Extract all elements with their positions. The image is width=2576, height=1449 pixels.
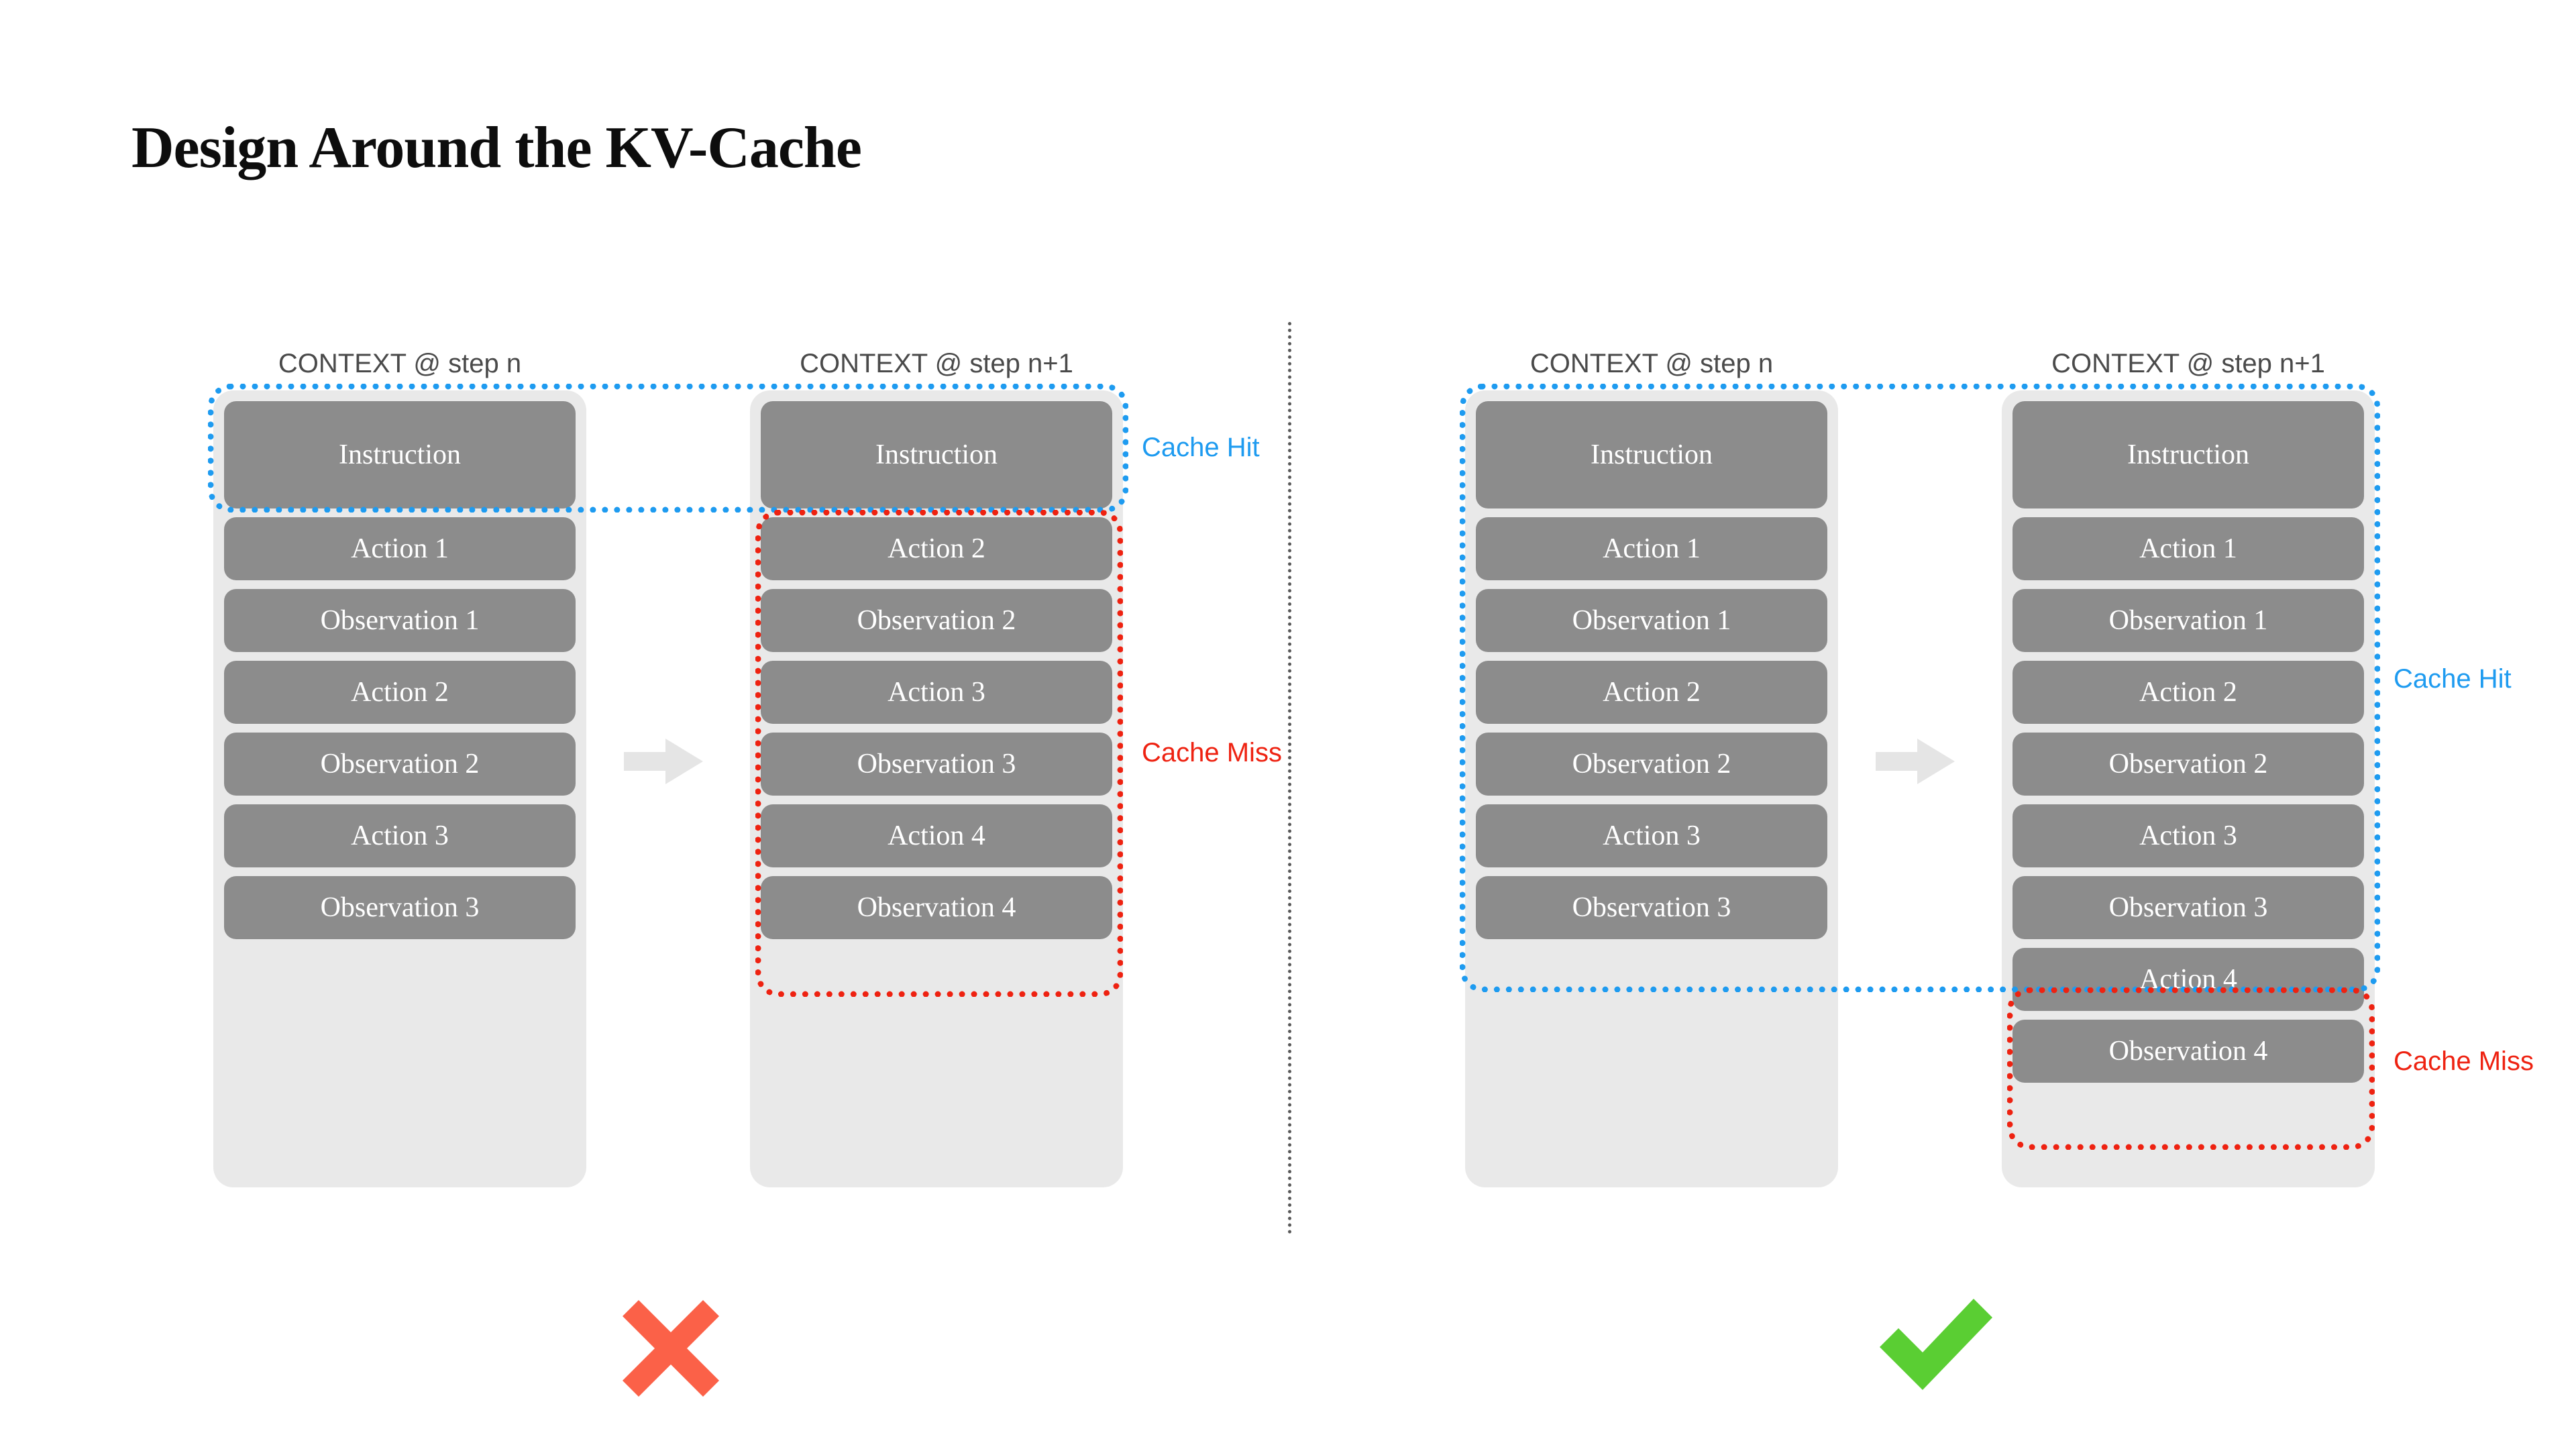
token-box: Action 1 [224, 517, 576, 580]
token-box: Observation 1 [1476, 589, 1827, 652]
column-header-step-n-plus-1: CONTEXT @ step n+1 [800, 349, 1073, 378]
token-box: Instruction [1476, 401, 1827, 508]
token-stack: Instruction Action 1 Observation 1 Actio… [1476, 401, 1827, 948]
check-mark-icon [1880, 1299, 1992, 1390]
cross-mark-icon [623, 1300, 719, 1397]
token-stack: Instruction Action 1 Observation 1 Actio… [2012, 401, 2364, 1091]
token-stack: Instruction Action 1 Observation 1 Actio… [224, 401, 576, 948]
column-header-step-n-plus-1: CONTEXT @ step n+1 [2051, 349, 2325, 378]
token-box: Action 2 [761, 517, 1112, 580]
panel-good-design: CONTEXT @ step n Instruction Action 1 Ob… [1289, 0, 2576, 1449]
token-box: Instruction [224, 401, 576, 508]
token-box: Observation 2 [1476, 733, 1827, 796]
context-column-step-n: CONTEXT @ step n Instruction Action 1 Ob… [1465, 349, 1838, 1187]
cache-miss-label: Cache Miss [2394, 1046, 2534, 1076]
right-arrow-icon [624, 739, 703, 784]
token-stack: Instruction Action 2 Observation 2 Actio… [761, 401, 1112, 948]
token-box: Observation 4 [761, 876, 1112, 939]
column-header-step-n: CONTEXT @ step n [278, 349, 522, 378]
token-box: Instruction [761, 401, 1112, 508]
right-arrow-icon [1876, 739, 1955, 784]
token-box: Action 2 [1476, 661, 1827, 724]
token-box: Observation 2 [2012, 733, 2364, 796]
token-box: Action 1 [1476, 517, 1827, 580]
token-box: Observation 2 [761, 589, 1112, 652]
context-column-step-n-plus-1: CONTEXT @ step n+1 Instruction Action 2 … [750, 349, 1123, 1187]
cache-hit-label: Cache Hit [2394, 664, 2512, 694]
token-box: Observation 1 [2012, 589, 2364, 652]
token-box: Action 3 [761, 661, 1112, 724]
token-box: Instruction [2012, 401, 2364, 508]
token-box: Observation 2 [224, 733, 576, 796]
token-box: Observation 3 [2012, 876, 2364, 939]
token-box: Observation 3 [761, 733, 1112, 796]
panel-bad-design: CONTEXT @ step n Instruction Action 1 Ob… [208, 349, 1282, 1397]
column-header-step-n: CONTEXT @ step n [1529, 349, 1774, 378]
page-title: Design Around the KV-Cache [131, 115, 862, 180]
token-box: Observation 1 [224, 589, 576, 652]
token-box: Action 4 [2012, 948, 2364, 1011]
context-column-step-n: CONTEXT @ step n Instruction Action 1 Ob… [213, 349, 586, 1187]
cache-miss-label: Cache Miss [1142, 738, 1282, 767]
token-box: Observation 4 [2012, 1020, 2364, 1083]
token-box: Action 1 [2012, 517, 2364, 580]
token-box: Action 2 [2012, 661, 2364, 724]
token-box: Action 3 [2012, 804, 2364, 867]
context-column-step-n-plus-1: CONTEXT @ step n+1 Instruction Action 1 … [2002, 349, 2375, 1187]
token-box: Action 2 [224, 661, 576, 724]
token-box: Action 4 [761, 804, 1112, 867]
token-box: Observation 3 [1476, 876, 1827, 939]
token-box: Action 3 [224, 804, 576, 867]
vertical-dotted-divider [1288, 322, 1291, 1234]
token-box: Observation 3 [224, 876, 576, 939]
token-box: Action 3 [1476, 804, 1827, 867]
cache-hit-label: Cache Hit [1142, 433, 1260, 462]
